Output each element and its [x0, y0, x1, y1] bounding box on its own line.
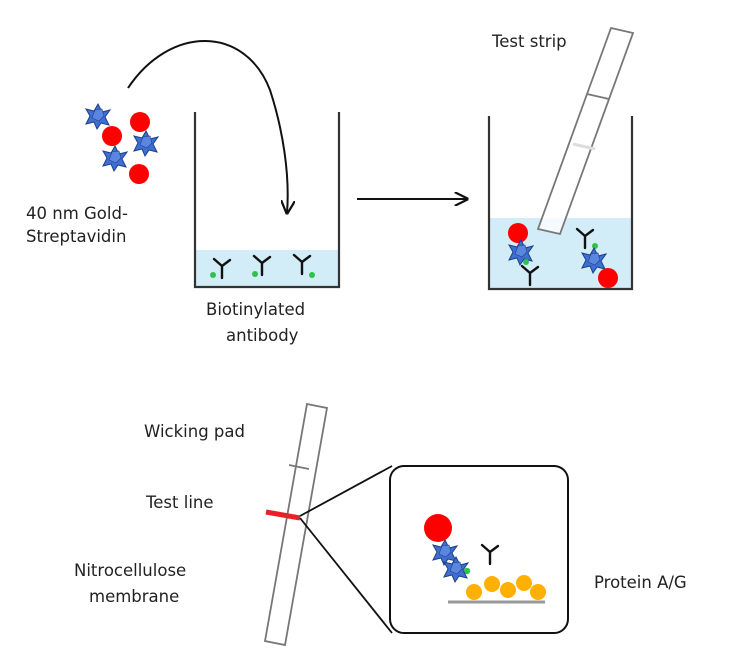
biotinylated-label-line1: Biotinylated — [206, 300, 305, 319]
developed-test-strip — [263, 402, 329, 647]
strip-outline — [263, 402, 329, 647]
beaker-2-outline — [487, 116, 634, 291]
gold-nanoparticle — [130, 112, 150, 132]
dipped-strip-line — [572, 142, 596, 151]
nitrocellulose-label-line2: membrane — [89, 587, 179, 606]
gold-nanoparticle — [129, 164, 149, 184]
test-line-mark — [265, 509, 301, 521]
zoom-box — [389, 465, 569, 634]
beaker-1-liquid — [195, 250, 339, 287]
streptavidin-mark — [133, 130, 159, 157]
beaker-1 — [193, 112, 341, 289]
dipped-strip-pad-divider — [586, 93, 610, 100]
beaker-1-outline — [193, 112, 341, 289]
biotin-mark — [463, 567, 471, 575]
gold-nanoparticle — [102, 126, 122, 146]
gold-streptavidin-cluster — [85, 103, 159, 184]
test-strip-label: Test strip — [491, 32, 567, 51]
nitrocellulose-label-line1: Nitrocellulose — [74, 561, 186, 580]
wicking-pad-label: Wicking pad — [144, 422, 245, 441]
biotinylated-label-line2: antibody — [226, 326, 299, 345]
beaker-2 — [487, 116, 634, 291]
streptavidin-mark — [102, 145, 128, 172]
biotinylated-antibody — [252, 254, 272, 277]
zoom-line-top — [299, 465, 393, 517]
gold-streptavidin-label-line1: 40 nm Gold- — [26, 204, 128, 223]
biotinylated-antibody — [210, 257, 232, 280]
pour-arrow — [127, 40, 288, 213]
biotinylated-antibody — [292, 253, 315, 278]
test-line-label: Test line — [145, 493, 214, 512]
complex-left — [508, 223, 540, 287]
test-strip-dipped — [536, 26, 635, 236]
streptavidin-mark — [85, 103, 111, 130]
gold-streptavidin-label-line2: Streptavidin — [26, 227, 126, 246]
wicking-pad-divider — [288, 464, 310, 470]
zoom-line-bottom — [299, 517, 393, 634]
gold-nanoparticle — [424, 514, 452, 542]
complex-right — [575, 227, 618, 288]
protein-ag-beads — [466, 575, 546, 600]
zoom-detail — [389, 465, 569, 634]
protein-ag-label: Protein A/G — [594, 573, 687, 592]
dipped-strip-outline — [536, 26, 635, 236]
